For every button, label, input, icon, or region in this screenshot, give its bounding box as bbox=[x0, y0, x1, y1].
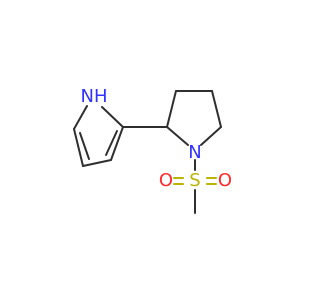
bond-pyrrole-c4-c5 bbox=[73, 128, 84, 167]
bond-pyrrolidine-n-c2 bbox=[166, 126, 189, 146]
bond-pyrrolidine-c2-c3 bbox=[166, 90, 177, 128]
atom-label-s: S bbox=[189, 170, 200, 191]
bond-pyrrolidine-c5-n bbox=[200, 126, 222, 146]
atom-label-nh: NH bbox=[81, 86, 108, 107]
bond-pyrrole-n-c2 bbox=[101, 106, 124, 128]
atom-label-o-right: O bbox=[218, 170, 232, 191]
bond-pyrrolidine-c4-c5 bbox=[211, 90, 222, 128]
structural-formula: NH N S O O bbox=[0, 0, 300, 300]
bond-pyrrole-c4-c5-double bbox=[79, 132, 90, 160]
canvas-background bbox=[0, 0, 300, 300]
atom-label-o-left: O bbox=[159, 170, 173, 191]
bond-pyrrole-c2-c3 bbox=[110, 126, 124, 161]
bond-pyrrole-c2-c3-double bbox=[105, 130, 118, 156]
atom-label-n: N bbox=[188, 142, 201, 163]
bond-pyrrole-c3-c4 bbox=[82, 159, 112, 167]
bond-pyrrole-c5-n bbox=[73, 105, 88, 130]
